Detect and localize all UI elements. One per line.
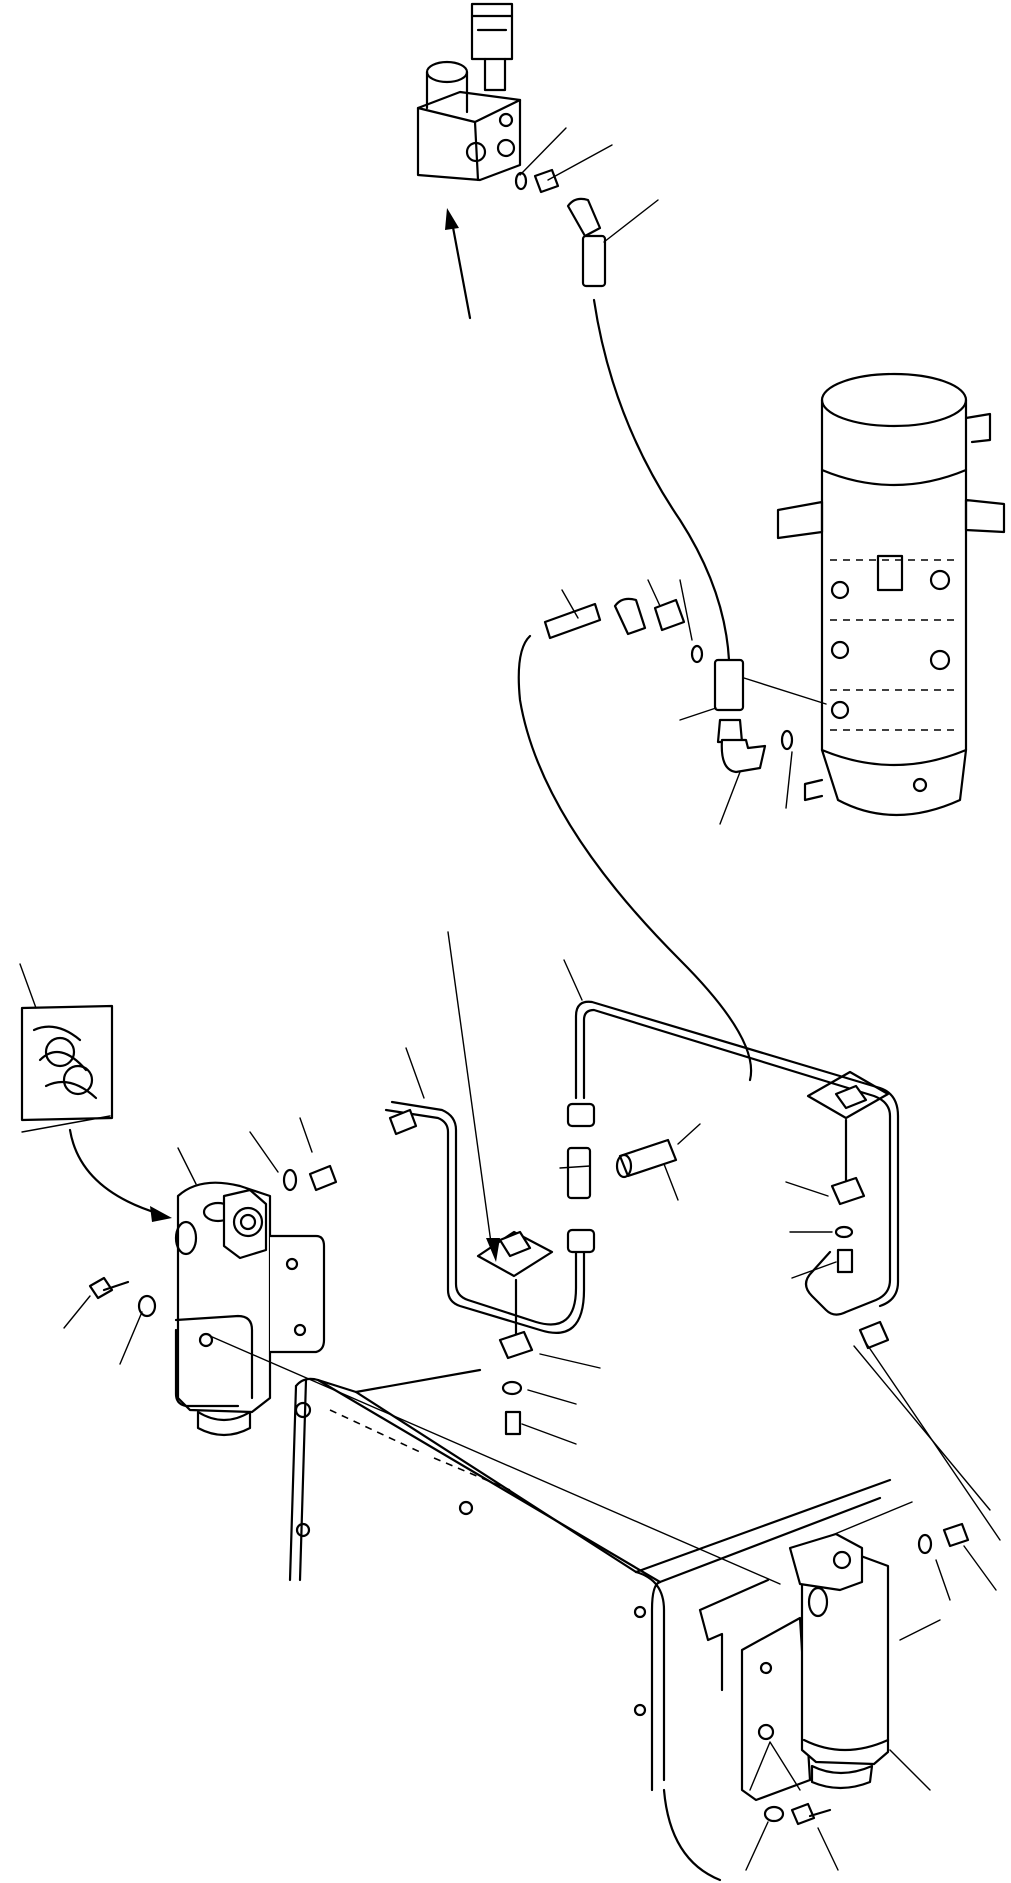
right-fittings xyxy=(763,1320,970,1826)
top-fittings xyxy=(514,168,731,662)
arrowhead-solenoid xyxy=(445,208,459,230)
piping xyxy=(384,1000,900,1334)
left-valve-block xyxy=(174,1181,326,1437)
solenoid-valve-block xyxy=(416,2,522,182)
tee-fittings xyxy=(282,1102,678,1254)
arrow-to-solenoid-valve xyxy=(450,220,472,320)
left-bolts xyxy=(88,1276,157,1318)
leader-lines xyxy=(19,127,1001,1871)
clamps xyxy=(476,1070,890,1436)
frame-tank xyxy=(288,1368,892,1882)
swivel-fittings xyxy=(517,597,794,1082)
gasket-bag xyxy=(20,1004,172,1222)
swivel-joint xyxy=(776,372,1006,817)
right-valve-block xyxy=(698,1532,890,1802)
